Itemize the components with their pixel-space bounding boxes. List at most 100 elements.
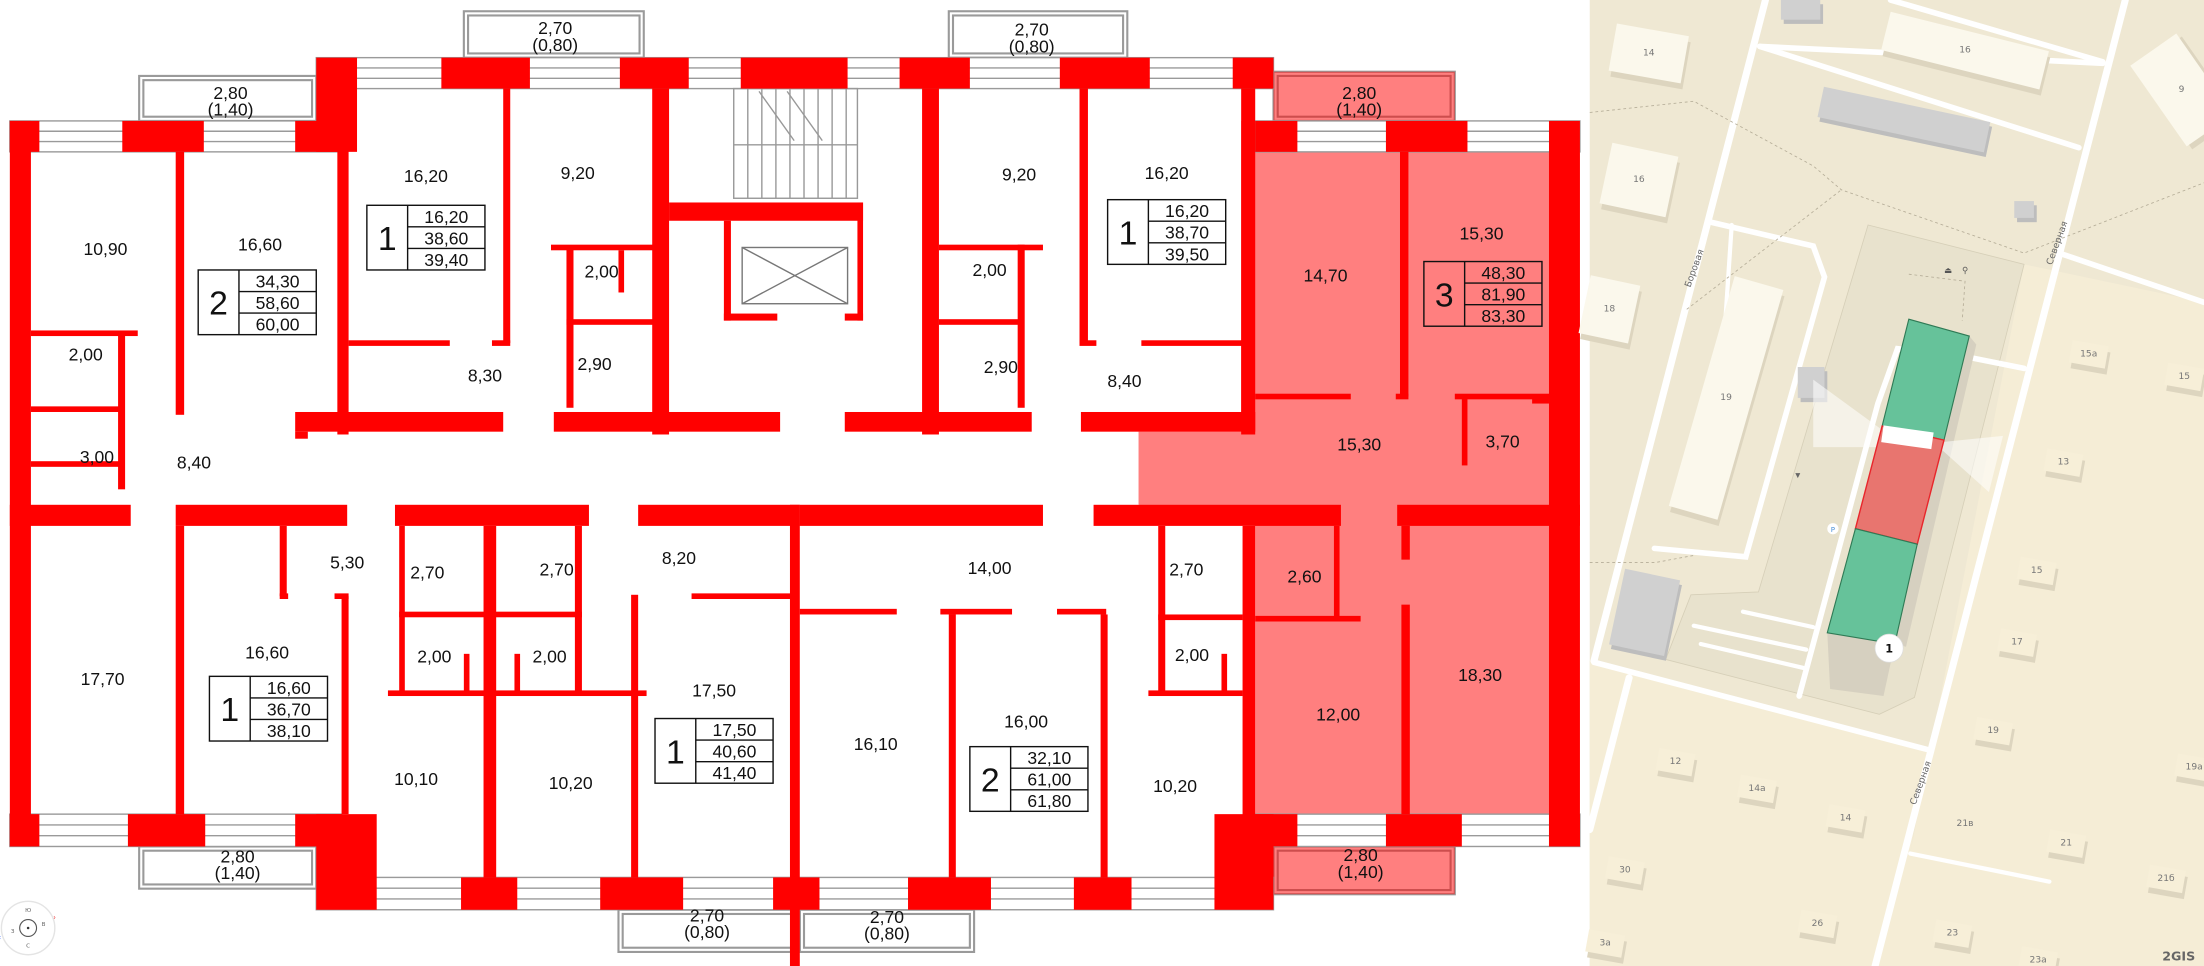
- wall: [461, 877, 518, 910]
- sports-icon[interactable]: ⚲: [1962, 265, 1968, 275]
- map-building[interactable]: 16: [1881, 11, 2051, 96]
- room-area-label: 10,10: [394, 769, 438, 789]
- map-building[interactable]: 21б: [2146, 864, 2188, 900]
- map-building[interactable]: 15: [2164, 362, 2204, 398]
- apartment-box-frame: [366, 204, 486, 271]
- wall: [1399, 151, 1409, 397]
- map-building[interactable]: 26: [1797, 909, 1840, 945]
- balcony-reduced-area-label: (1,40): [208, 100, 254, 120]
- map-building[interactable]: 9: [2130, 33, 2204, 150]
- map-building[interactable]: 14: [1825, 804, 1868, 839]
- map-building[interactable]: 19: [1973, 716, 2015, 752]
- compass-icon[interactable]: Ю С З В › ‹: [0, 900, 56, 956]
- room-area-label: 2,00: [417, 647, 451, 667]
- room-area-label: 2,70: [1169, 559, 1203, 579]
- map-building[interactable]: 15а: [2068, 340, 2111, 375]
- wall: [1232, 57, 1274, 89]
- wall: [1401, 525, 1410, 560]
- map-building[interactable]: 19: [1668, 276, 1785, 526]
- room-area-label: 2,00: [972, 260, 1006, 280]
- room-area-label: 8,30: [468, 365, 502, 385]
- apartment-room-count: 2: [981, 761, 1000, 799]
- wall: [1397, 504, 1580, 526]
- apartment-total-area: 81,90: [1481, 285, 1525, 305]
- wall: [295, 431, 308, 439]
- balcony-area-label: 2,80: [1344, 845, 1378, 865]
- wall: [789, 504, 800, 966]
- apartment-box-frame: [1423, 260, 1543, 327]
- map-building[interactable]: 15: [2016, 556, 2059, 592]
- map-building[interactable]: 14а: [1737, 774, 1779, 810]
- map-building[interactable]: 30: [1604, 856, 1647, 891]
- wall: [1395, 393, 1409, 400]
- apartment-total-with-balcony: 39,40: [424, 250, 468, 270]
- room-area-label: 15,30: [1460, 223, 1504, 243]
- balcony-reduced-area-label: (0,80): [864, 924, 910, 944]
- parking-icon[interactable]: P: [1827, 523, 1839, 535]
- location-map[interactable]: 14 16 9 16 18 19 15а 15 13 15 17 19 19а 12 14а 14 21в 21 2…: [1578, 0, 2204, 966]
- wall: [1158, 525, 1166, 692]
- apartment-living-area: 16,60: [267, 678, 311, 698]
- apartment-living-area: 48,30: [1481, 263, 1525, 283]
- wall: [551, 244, 656, 251]
- map-building[interactable]: 12: [1655, 747, 1698, 783]
- room-area-label: 16,60: [245, 642, 289, 662]
- map-building[interactable]: 23: [1932, 919, 1975, 954]
- room-area-label: 16,20: [404, 166, 448, 186]
- map-building[interactable]: 19а: [2174, 753, 2204, 789]
- map-building[interactable]: 3а: [1585, 929, 1627, 964]
- wall: [1255, 393, 1351, 400]
- staircase: [733, 87, 859, 199]
- balcony-area-label: 2,70: [870, 907, 904, 927]
- wall: [9, 120, 40, 152]
- wall: [463, 653, 470, 694]
- target-building[interactable]: 1: [1813, 318, 2003, 697]
- playground-icon[interactable]: ⏏: [1944, 265, 1952, 275]
- apartment-box-frame: [1106, 198, 1227, 266]
- balcony-reduced-area-label: (1,40): [1336, 100, 1382, 120]
- building-footprint: [1655, 747, 1696, 777]
- apartment-total-area: 58,60: [256, 293, 300, 313]
- map-building[interactable]: 14: [1608, 23, 1691, 90]
- map-building-number: 23: [1947, 929, 1959, 939]
- wall: [618, 250, 625, 293]
- wall: [1241, 88, 1256, 435]
- map-building[interactable]: 16: [1599, 142, 1680, 224]
- room-area-label: 10,90: [83, 239, 127, 259]
- wall: [1079, 340, 1097, 346]
- wall: [1100, 614, 1108, 878]
- map-building[interactable]: 21: [2046, 829, 2088, 864]
- map-building[interactable]: 23а: [2018, 946, 2060, 966]
- apartment-total-area: 38,60: [424, 228, 468, 248]
- building-footprint: [1797, 909, 1838, 939]
- wall: [566, 319, 656, 325]
- wall: [175, 504, 348, 526]
- map-building[interactable]: 17: [1997, 628, 2039, 663]
- shop-cart-icon[interactable]: ▼: [1794, 470, 1802, 480]
- map-building-number: 23а: [2030, 955, 2047, 965]
- entrance-light-cone: [1813, 379, 1881, 448]
- apartment-room-count: 3: [1435, 276, 1454, 314]
- wall: [394, 504, 589, 526]
- room-area-label: 14,70: [1304, 266, 1348, 286]
- map-residential-area: [1910, 264, 2204, 966]
- wall: [399, 611, 582, 618]
- entrance-marker[interactable]: [1874, 633, 1904, 663]
- room-area-label: 18,30: [1458, 665, 1502, 685]
- building-footprint: [1604, 856, 1645, 885]
- map-building[interactable]: 18: [1578, 275, 1642, 350]
- wall: [948, 614, 956, 878]
- map-building-number: 14а: [1748, 784, 1765, 794]
- building-footprint: [1737, 774, 1777, 804]
- apartment-living-area: 34,30: [256, 271, 300, 291]
- map-address-label: 21в: [1957, 819, 1974, 829]
- map-building[interactable]: 13: [2043, 448, 2086, 483]
- wall: [175, 151, 185, 415]
